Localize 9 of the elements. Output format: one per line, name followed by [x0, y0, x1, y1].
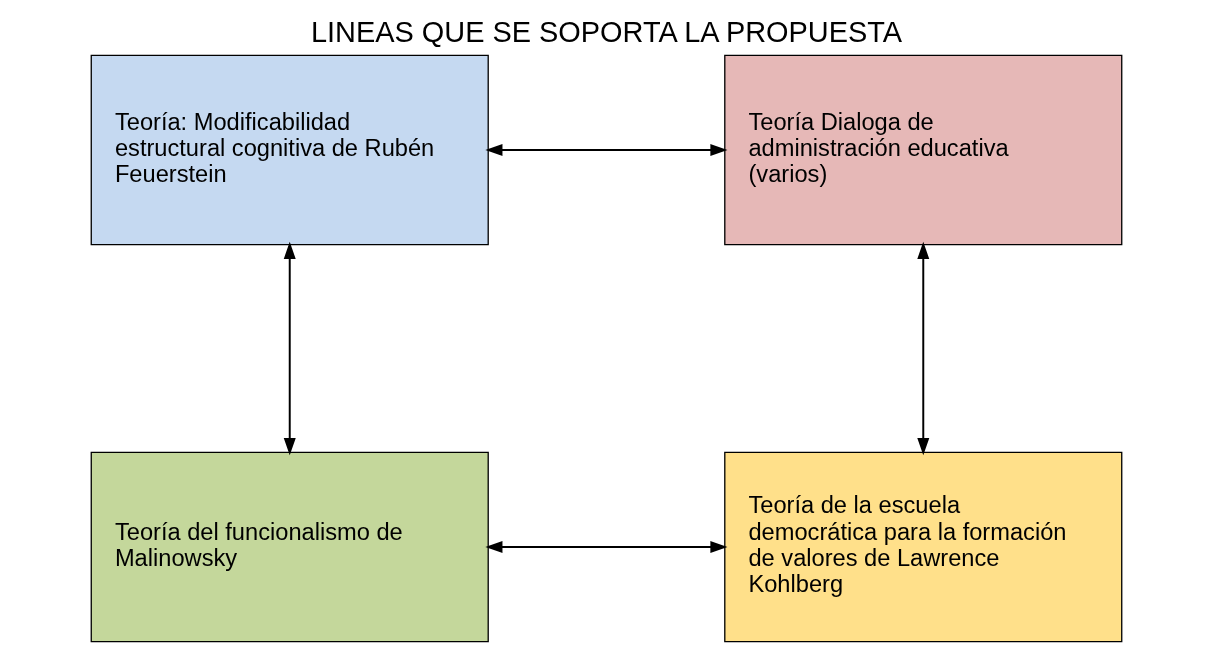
arrow	[283, 241, 296, 456]
diagram-title: LINEAS QUE SE SOPORTA LA PROPUESTA	[310, 15, 902, 48]
node-box: Teoría Dialoga de administración educativa (varios)	[723, 54, 1122, 246]
node-box: Teoría del funcionalismo de Malinowsky	[90, 451, 489, 643]
arrow	[484, 144, 727, 157]
arrow	[916, 241, 929, 456]
arrow	[484, 541, 727, 553]
node-box: Teoría: Modificabilidad estructural cognitiva de Rubén Feuerstein	[90, 54, 489, 246]
node-box: Teoría de la escuela democrática para la formación de valores de Lawrence Kohlberg	[723, 451, 1122, 643]
